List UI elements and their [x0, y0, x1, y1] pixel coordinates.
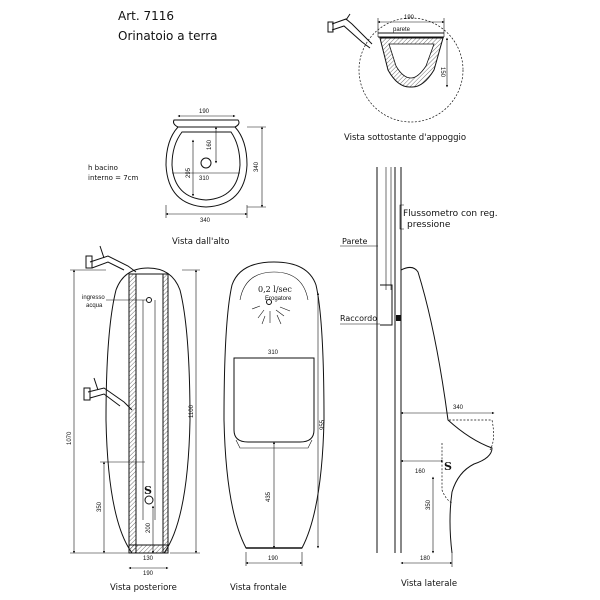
top-dim-310: 310	[199, 176, 210, 182]
rear-dim-1070: 1070	[67, 431, 73, 445]
top-view: 190 160 295 310 340 340 h bacino interno…	[88, 109, 266, 247]
water-inlet-label-1: ingresso	[82, 295, 105, 301]
top-dim-190: 190	[199, 109, 210, 115]
wall-label: parete	[393, 27, 411, 33]
front-dim-955: 955	[320, 419, 326, 430]
front-dim-310: 310	[268, 350, 279, 356]
side-view-caption: Vista laterale	[401, 579, 457, 589]
rear-view-caption: Vista posteriore	[110, 583, 177, 593]
rear-view-outline	[105, 267, 191, 554]
front-view-bowl	[233, 357, 315, 443]
title-block: Art. 7116 Orinatoio a terra	[118, 9, 217, 43]
top-dim-340-side: 340	[254, 161, 260, 172]
top-view-basin	[171, 131, 241, 201]
rear-top-tap-icon	[85, 245, 137, 273]
rear-drain-symbol: S	[144, 484, 152, 497]
front-view: 0,2 l/sec Erogatore 310 955 435 190 Vist…	[223, 261, 326, 593]
front-view-outline	[223, 261, 325, 549]
water-inlet-point-icon	[146, 297, 152, 303]
support-outline-circle	[358, 17, 464, 123]
top-dim-160: 160	[207, 139, 213, 150]
rear-dim-200: 200	[146, 522, 152, 533]
spray-lines	[251, 305, 291, 325]
top-dim-340-bottom: 340	[200, 218, 211, 224]
rear-dim-190: 190	[143, 571, 154, 577]
product-name: Orinatoio a terra	[118, 29, 217, 43]
side-drain-symbol: S	[444, 460, 452, 473]
wall-label: Parete	[342, 237, 368, 246]
top-view-outline	[165, 126, 248, 208]
front-view-caption: Vista frontale	[230, 583, 287, 593]
rear-drain-icon	[144, 495, 154, 505]
rear-wall-hatch-right	[162, 273, 169, 554]
rear-view: S ingresso acqua 1070 1100 350 200	[67, 245, 200, 593]
flushometer-label-1: Flussometro con reg.	[403, 209, 498, 219]
tap-icon	[327, 13, 373, 49]
top-dim-295: 295	[186, 167, 192, 178]
bottom-support-view: parete 190 150 Vista sottostante d'appog…	[327, 13, 466, 143]
rear-dim-130: 130	[143, 556, 154, 562]
rear-mid-tap-icon	[83, 377, 133, 411]
dispenser-label: Erogatore	[265, 296, 292, 302]
article-number: Art. 7116	[118, 9, 174, 23]
flushometer-label-2: pressione	[407, 220, 451, 230]
side-dim-180: 180	[420, 556, 431, 562]
rear-dim-1100: 1100	[189, 404, 195, 418]
water-inlet-label-2: acqua	[86, 303, 103, 309]
fitting-bracket	[380, 284, 393, 326]
side-dim-350: 350	[426, 499, 432, 510]
front-dim-190: 190	[268, 556, 279, 562]
top-view-caption: Vista dall'alto	[172, 237, 229, 247]
side-view-profile	[400, 266, 493, 554]
rear-dim-350: 350	[97, 501, 103, 512]
side-view: Flussometro con reg. pressione Parete Ra…	[340, 167, 498, 589]
rear-base-hatch	[128, 544, 169, 554]
rear-wall-hatch-left	[128, 273, 137, 554]
dispenser-icon	[266, 299, 272, 305]
bottom-support-caption: Vista sottostante d'appoggio	[344, 133, 466, 143]
side-dim-340: 340	[453, 405, 464, 411]
basin-note-line1: h bacino	[88, 164, 118, 172]
support-depth-dim: 150	[439, 67, 445, 78]
side-dim-160: 160	[415, 469, 426, 475]
top-view-drain-icon	[200, 157, 212, 169]
support-width-dim: 190	[404, 15, 415, 21]
front-dim-435: 435	[266, 491, 272, 502]
fitting-label: Raccordo	[340, 314, 377, 323]
flow-rate-label: 0,2 l/sec	[258, 285, 292, 294]
fitting-block	[396, 315, 401, 321]
basin-note-line2: interno = 7cm	[88, 174, 139, 182]
